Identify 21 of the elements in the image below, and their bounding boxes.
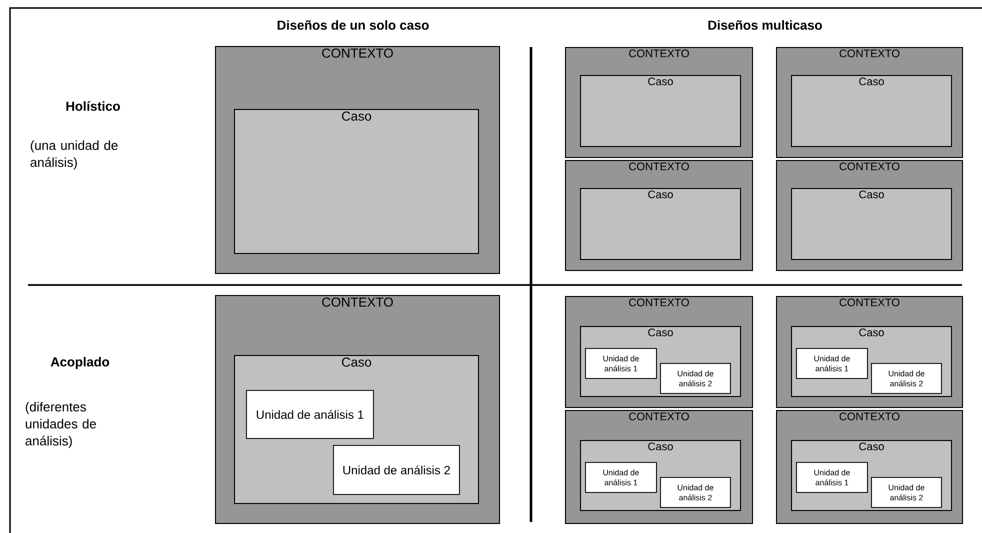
case-box: Caso	[234, 109, 479, 254]
unit-box: Unidad de análisis 1	[796, 348, 868, 379]
unit-box: Unidad de análisis 2	[660, 363, 731, 394]
unit-box: Unidad de análisis 1	[585, 462, 657, 493]
row-description: (una unidad de análisis)	[30, 140, 118, 170]
unit-box: Unidad de análisis 1	[585, 348, 657, 379]
case-box: Caso	[580, 188, 741, 260]
unit-box: Unidad de análisis 1	[246, 390, 374, 439]
unit-box: Unidad de análisis 1	[796, 462, 868, 493]
column-header: Diseños de un solo caso	[278, 20, 429, 30]
case-box: Caso	[791, 75, 952, 147]
unit-box: Unidad de análisis 2	[333, 445, 460, 495]
row-description: (diferentes unidades de análisis)	[26, 402, 96, 448]
case-box: Caso	[791, 188, 952, 260]
unit-box: Unidad de análisis 2	[660, 477, 731, 508]
row-header: Acoplado	[50, 356, 110, 370]
case-box: Caso	[580, 75, 741, 147]
row-header: Holístico	[66, 101, 120, 111]
unit-box: Unidad de análisis 2	[871, 477, 942, 508]
unit-box: Unidad de análisis 2	[871, 363, 942, 394]
column-header: Diseños multicaso	[708, 20, 822, 30]
